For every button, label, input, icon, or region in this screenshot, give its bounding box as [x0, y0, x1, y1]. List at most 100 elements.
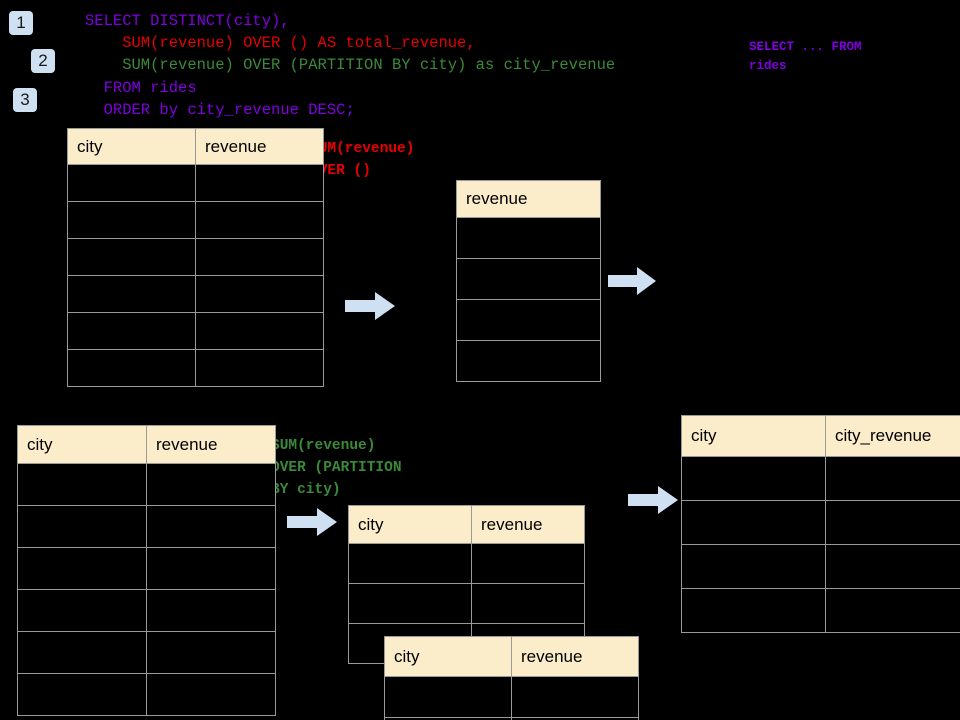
table-cell	[17, 463, 147, 506]
partition-group-table-back: city revenue	[348, 505, 585, 664]
table-row	[67, 275, 324, 313]
table-cell	[681, 588, 826, 633]
step-badge-3: 3	[13, 88, 37, 112]
table-cell	[825, 500, 960, 545]
table-row	[67, 349, 324, 387]
table-row	[681, 456, 960, 501]
table-cell	[146, 547, 276, 590]
table-row	[17, 589, 276, 632]
table-cell	[67, 349, 196, 387]
table-row	[348, 583, 585, 624]
column-header-revenue: revenue	[511, 636, 639, 677]
sql-line-city-revenue: SUM(revenue) OVER (PARTITION BY city) as…	[85, 56, 616, 74]
arrow-source-to-total-icon	[345, 292, 395, 320]
arrow-total-to-result-icon	[608, 267, 656, 295]
table-header-row: city revenue	[67, 128, 324, 165]
table-cell	[146, 463, 276, 506]
table-cell	[17, 589, 147, 632]
table-header-row: city revenue	[348, 505, 585, 544]
step-badge-2: 2	[31, 49, 55, 73]
column-header-revenue: revenue	[471, 505, 585, 544]
table-row	[681, 588, 960, 633]
table-cell	[146, 505, 276, 548]
table-row	[17, 463, 276, 506]
table-cell	[195, 238, 324, 276]
table-cell	[681, 456, 826, 501]
annotation-over-empty: SUM(revenue) OVER ()	[310, 141, 415, 179]
table-cell	[17, 505, 147, 548]
table-row	[348, 543, 585, 584]
table-cell	[384, 676, 512, 718]
table-header-row: city city_revenue	[681, 415, 960, 457]
partition-group-table-front: city revenue	[384, 636, 639, 720]
table-row	[67, 201, 324, 239]
table-cell	[456, 217, 601, 259]
column-header-city: city	[384, 636, 512, 677]
table-cell	[17, 673, 147, 716]
sql-line-from-rides: FROM rides	[85, 79, 197, 97]
rides-source-table-top: city revenue	[67, 128, 324, 387]
table-row	[384, 676, 639, 718]
table-cell	[67, 201, 196, 239]
table-row	[17, 631, 276, 674]
table-row	[456, 340, 601, 382]
step-badge-1: 1	[9, 11, 33, 35]
table-row	[67, 312, 324, 350]
table-row	[17, 505, 276, 548]
table-cell	[511, 717, 639, 720]
table-header-row: city revenue	[384, 636, 639, 677]
table-row	[67, 238, 324, 276]
table-row	[67, 164, 324, 202]
table-cell	[17, 631, 147, 674]
table-cell	[471, 543, 585, 584]
column-header-revenue: revenue	[146, 425, 276, 464]
total-revenue-table: revenue	[456, 180, 601, 382]
table-header-row: revenue	[456, 180, 601, 218]
table-cell	[146, 589, 276, 632]
table-cell	[195, 201, 324, 239]
table-header-row: city revenue	[17, 425, 276, 464]
column-header-city: city	[17, 425, 147, 464]
sql-line-total-revenue: SUM(revenue) OVER () AS total_revenue,	[85, 34, 476, 52]
table-cell	[146, 631, 276, 674]
column-header-revenue: revenue	[456, 180, 601, 218]
table-cell	[195, 312, 324, 350]
table-cell	[195, 349, 324, 387]
table-cell	[681, 544, 826, 589]
table-cell	[348, 543, 472, 584]
arrow-partition-to-result-icon	[628, 486, 678, 514]
table-cell	[17, 547, 147, 590]
table-cell	[67, 164, 196, 202]
table-cell	[825, 456, 960, 501]
column-header-city: city	[348, 505, 472, 544]
table-row	[456, 217, 601, 259]
table-row	[681, 500, 960, 545]
table-cell	[825, 544, 960, 589]
table-cell	[456, 299, 601, 341]
city-revenue-result-table: city city_revenue	[681, 415, 960, 633]
table-row	[384, 717, 639, 720]
table-cell	[195, 164, 324, 202]
column-header-city: city	[67, 128, 196, 165]
sql-line-select-distinct: SELECT DISTINCT(city),	[85, 12, 290, 30]
arrow-source-to-partition-icon	[287, 508, 337, 536]
table-cell	[67, 275, 196, 313]
table-row	[681, 544, 960, 589]
side-note-select-from-rides: SELECT ... FROM rides	[749, 40, 862, 73]
table-row	[17, 673, 276, 716]
table-cell	[348, 583, 472, 624]
table-cell	[195, 275, 324, 313]
table-cell	[67, 238, 196, 276]
table-cell	[456, 340, 601, 382]
table-cell	[146, 673, 276, 716]
annotation-partition-by-city: SUM(revenue) OVER (PARTITION BY city)	[271, 438, 402, 498]
rides-source-table-bottom: city revenue	[17, 425, 276, 716]
table-cell	[681, 500, 826, 545]
table-cell	[511, 676, 639, 718]
table-cell	[471, 583, 585, 624]
table-cell	[67, 312, 196, 350]
column-header-city: city	[681, 415, 826, 457]
table-cell	[825, 588, 960, 633]
sql-line-order-by: ORDER by city_revenue DESC;	[85, 101, 355, 119]
